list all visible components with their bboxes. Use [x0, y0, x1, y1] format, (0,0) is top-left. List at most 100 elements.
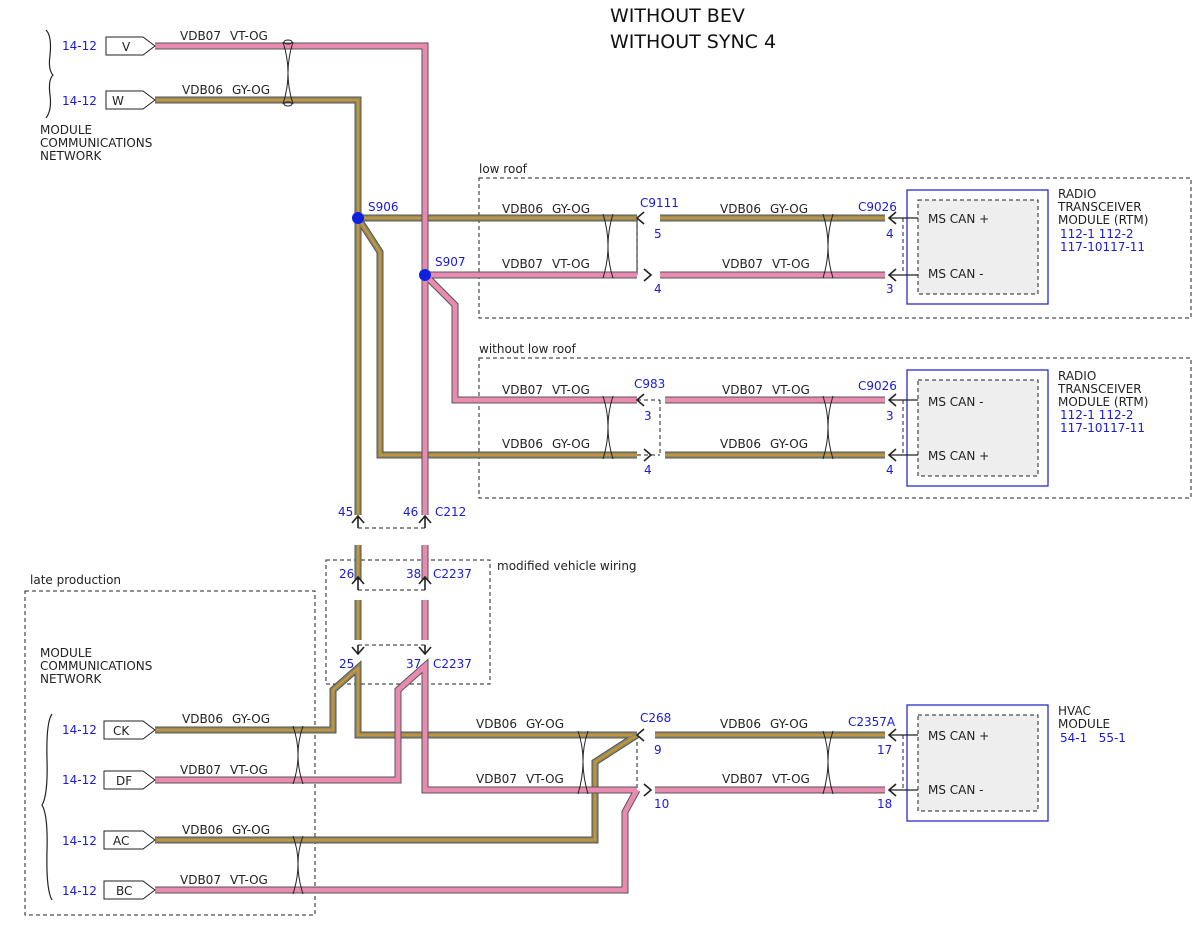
- without-low-roof-box: [478, 357, 1192, 499]
- splice-s906-label: S906: [368, 200, 399, 214]
- svg-text:14-12: 14-12: [62, 723, 97, 737]
- gy-og-wire-stripe-4: [357, 217, 637, 456]
- pin-v-shape: [105, 36, 156, 56]
- svg-text:4: 4: [886, 227, 894, 241]
- svg-text:38: 38: [406, 567, 421, 581]
- svg-text:VT-OG: VT-OG: [772, 257, 810, 271]
- svg-text:GY-OG: GY-OG: [232, 823, 270, 837]
- ref-w: 14-12: [62, 94, 97, 108]
- svg-text:4: 4: [644, 463, 652, 477]
- svg-text:VDB07: VDB07: [476, 772, 517, 786]
- svg-text:AC: AC: [113, 834, 129, 848]
- svg-text:MODULE: MODULE: [1058, 717, 1110, 731]
- vt-og-wire-outline-1: [155, 42, 429, 515]
- svg-text:10: 10: [654, 797, 669, 811]
- svg-text:GY-OG: GY-OG: [770, 437, 808, 451]
- inline-connectors: 45 46 C212 26 38 C2237 25 37 C2237: [338, 505, 472, 671]
- without-low-roof-label: without low roof: [479, 342, 577, 356]
- svg-text:MODULE (RTM): MODULE (RTM): [1058, 213, 1148, 227]
- gy-og-wire-stripe-1: [155, 99, 359, 515]
- svg-text:VDB07: VDB07: [502, 257, 543, 271]
- gy-og-wire-outline-4: [355, 216, 637, 459]
- svg-text:MODULE (RTM): MODULE (RTM): [1058, 395, 1148, 409]
- c983-label: C983: [634, 377, 665, 391]
- svg-text:MS CAN +: MS CAN +: [928, 449, 989, 463]
- late-production-box: [24, 590, 316, 916]
- splice-s907-label: S907: [435, 255, 466, 269]
- svg-text:4: 4: [654, 282, 662, 296]
- svg-text:DF: DF: [116, 774, 132, 788]
- svg-text:VT-OG: VT-OG: [772, 383, 810, 397]
- svg-text:VDB07: VDB07: [180, 873, 221, 887]
- svg-text:14-12: 14-12: [62, 773, 97, 787]
- svg-text:112-1 112-2: 112-1 112-2: [1060, 408, 1134, 422]
- title-line-1: WITHOUT BEV: [610, 5, 745, 27]
- late-production-network: MODULE COMMUNICATIONS NETWORK 14-12 CK 1…: [40, 646, 270, 901]
- wire-vtog-top: VT-OG: [230, 29, 268, 43]
- wire-vdb06-top: VDB06: [182, 83, 223, 97]
- c9026-label-2: C9026: [858, 379, 897, 393]
- svg-text:54-1 55-1: 54-1 55-1: [1060, 731, 1126, 745]
- pin-v: V: [122, 40, 131, 54]
- svg-text:VDB07: VDB07: [722, 383, 763, 397]
- gy-og-wire-outline-1: [155, 96, 362, 515]
- svg-text:VT-OG: VT-OG: [230, 873, 268, 887]
- svg-text:37: 37: [406, 657, 421, 671]
- svg-text:9: 9: [654, 743, 662, 757]
- svg-text:VDB06: VDB06: [182, 823, 223, 837]
- brace-2: [41, 713, 53, 901]
- svg-text:VDB07: VDB07: [502, 383, 543, 397]
- svg-text:5: 5: [654, 227, 662, 241]
- network-label-3: NETWORK: [40, 149, 103, 163]
- gy-og-wire-4: [355, 216, 637, 458]
- vt-og-wire-8: [155, 660, 637, 793]
- wire-gyog-top: GY-OG: [232, 83, 270, 97]
- svg-text:COMMUNICATIONS: COMMUNICATIONS: [40, 659, 152, 673]
- vt-og-wires: [155, 42, 885, 894]
- c9111-label: C9111: [640, 196, 679, 210]
- svg-text:14-12: 14-12: [62, 884, 97, 898]
- svg-text:VDB07: VDB07: [722, 772, 763, 786]
- pin-w: W: [112, 94, 124, 108]
- svg-text:4: 4: [886, 463, 894, 477]
- gy-og-wire-1: [155, 97, 361, 515]
- splice-s906-dot: [352, 212, 364, 224]
- svg-text:GY-OG: GY-OG: [552, 437, 590, 451]
- vt-og-wire-1: [155, 43, 428, 515]
- modified-wiring-box: [325, 559, 491, 685]
- svg-text:26: 26: [339, 567, 354, 581]
- hvac-module-box: [906, 704, 1049, 822]
- svg-text:CK: CK: [113, 724, 130, 738]
- svg-text:117-10117-11: 117-10117-11: [1060, 421, 1145, 435]
- svg-text:GY-OG: GY-OG: [526, 717, 564, 731]
- svg-text:VT-OG: VT-OG: [230, 763, 268, 777]
- svg-text:3: 3: [886, 282, 894, 296]
- low-roof-label: low roof: [479, 162, 528, 176]
- vt-og-wire-4: [423, 273, 637, 403]
- brace: [45, 29, 54, 119]
- svg-text:3: 3: [644, 409, 652, 423]
- gy-og-wire-stripe-10: [155, 734, 638, 841]
- c2237-lower-label: C2237: [433, 657, 472, 671]
- svg-text:VDB06: VDB06: [502, 202, 543, 216]
- c268-label: C268: [640, 711, 671, 725]
- svg-text:MODULE: MODULE: [40, 646, 92, 660]
- svg-text:117-10117-11: 117-10117-11: [1060, 240, 1145, 254]
- svg-text:MS CAN +: MS CAN +: [928, 729, 989, 743]
- c2357a-label: C2357A: [848, 715, 896, 729]
- low-roof-box: [478, 177, 1192, 319]
- svg-text:VT-OG: VT-OG: [552, 257, 590, 271]
- svg-text:NETWORK: NETWORK: [40, 672, 103, 686]
- top-network: 14-12 V 14-12 W MODULE COMMUNICATIONS NE…: [40, 29, 156, 163]
- svg-text:GY-OG: GY-OG: [770, 202, 808, 216]
- svg-text:14-12: 14-12: [62, 834, 97, 848]
- svg-text:TRANSCEIVER: TRANSCEIVER: [1057, 382, 1142, 396]
- svg-text:112-1 112-2: 112-1 112-2: [1060, 227, 1134, 241]
- pin-w-shape: [105, 90, 156, 110]
- wire-vdb07-top: VDB07: [180, 29, 221, 43]
- svg-text:VDB06: VDB06: [182, 712, 223, 726]
- network-label-1: MODULE: [40, 123, 92, 137]
- gy-og-wire-stripe-8: [155, 666, 637, 736]
